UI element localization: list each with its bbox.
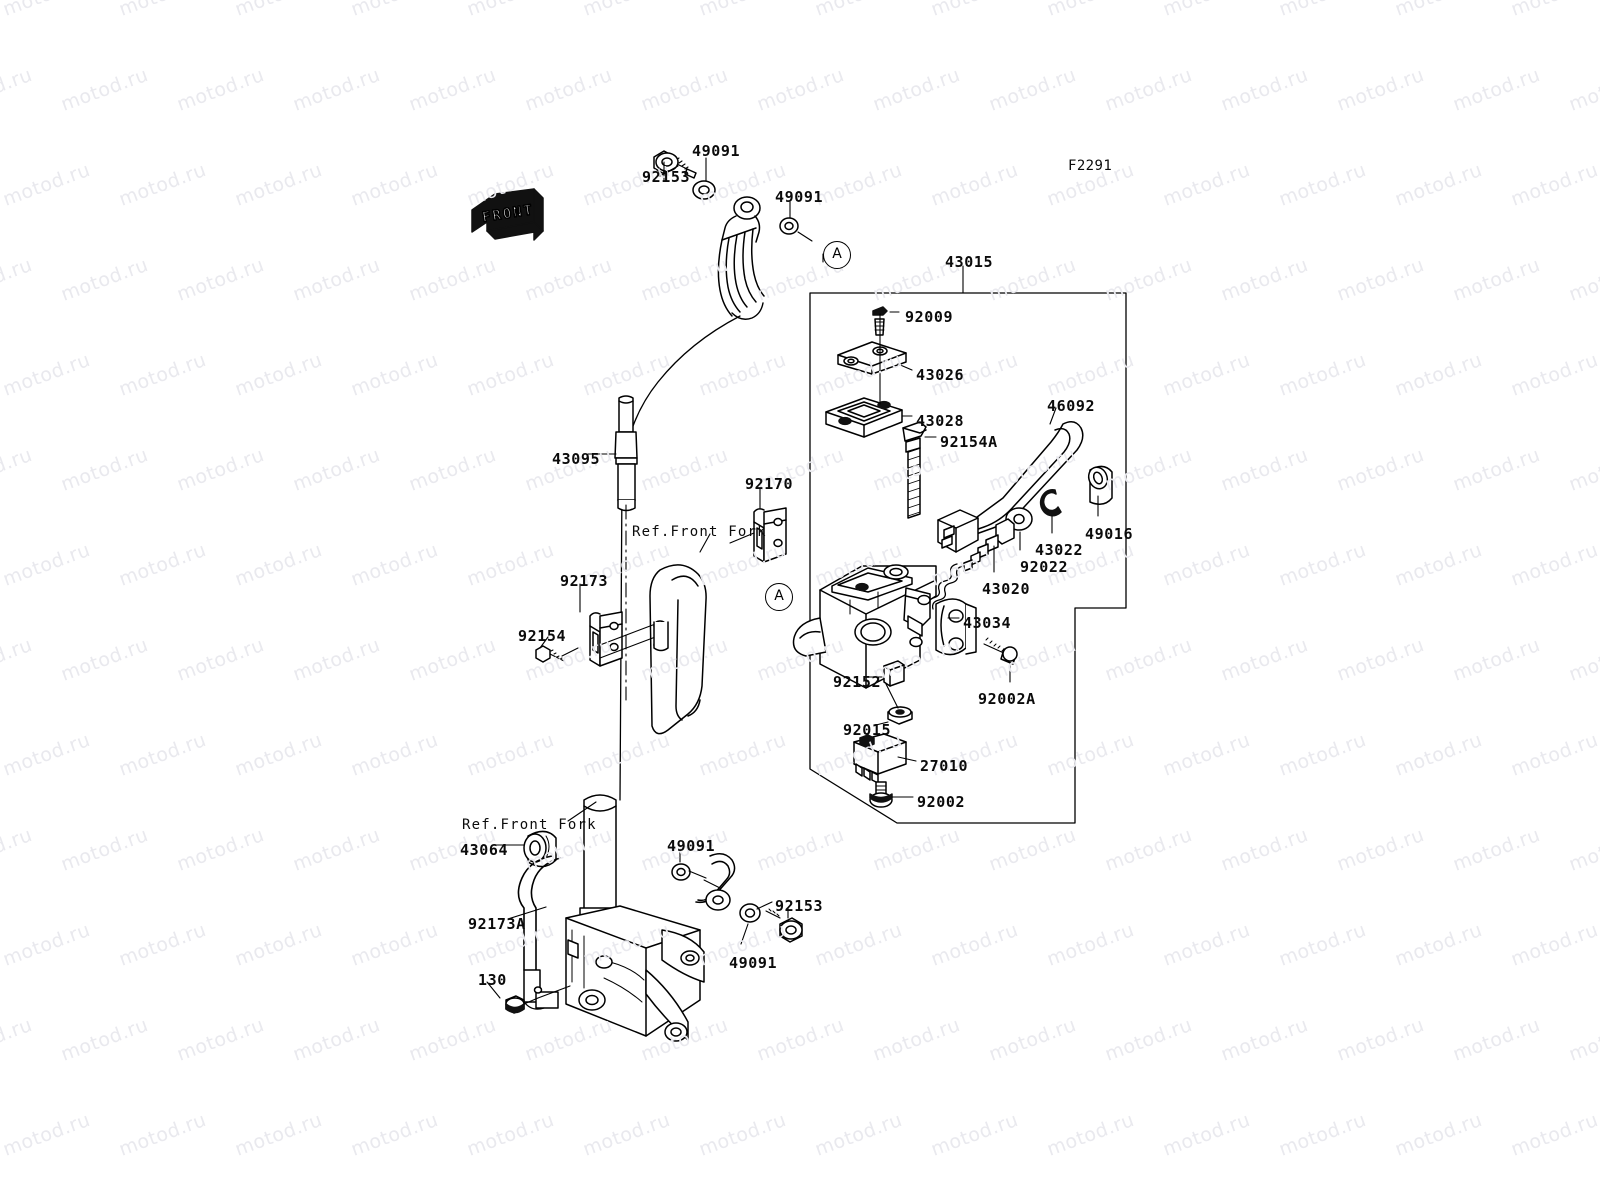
part-92152-collar xyxy=(883,660,905,687)
leader-lines xyxy=(486,157,1099,999)
part-27010-brake-light-switch xyxy=(853,733,907,784)
lower-fork-caliper-group xyxy=(565,794,705,1042)
part-number-clamp-upper-fork[interactable]: 92170 xyxy=(745,475,794,493)
part-92173A-hose-clamp xyxy=(517,855,561,1010)
part-92002A-bolt xyxy=(983,637,1018,665)
part-number-piston-assembly[interactable]: 43020 xyxy=(982,580,1031,598)
assembly-marker-0[interactable]: A xyxy=(823,241,851,269)
part-number-hose-clamp-spring[interactable]: 92173A xyxy=(468,915,526,933)
assembly-marker-1[interactable]: A xyxy=(765,583,793,611)
part-number-seal-washer-lower-lower[interactable]: 49091 xyxy=(729,954,778,972)
diagram-code: F2291 xyxy=(1068,158,1113,174)
part-number-reservoir-diaphragm[interactable]: 43028 xyxy=(916,412,965,430)
assembly-enclosure-43015 xyxy=(809,292,1127,824)
part-number-hose-protector-sleeve[interactable]: 43095 xyxy=(552,450,601,468)
part-number-brake-light-switch[interactable]: 27010 xyxy=(920,757,969,775)
part-number-bolt-clamp[interactable]: 92002A xyxy=(978,690,1036,708)
part-130-bolt xyxy=(505,995,539,1014)
part-number-brake-lever[interactable]: 46092 xyxy=(1047,397,1096,415)
part-number-reservoir-cap[interactable]: 43026 xyxy=(916,366,965,384)
part-43020-piston-assembly xyxy=(925,518,1015,610)
part-43095-hose-sleeve xyxy=(614,395,638,512)
front-arrow-icon: FRONT xyxy=(471,188,544,241)
part-number-clamp-holder[interactable]: 43034 xyxy=(963,614,1012,632)
part-number-collar[interactable]: 92152 xyxy=(833,673,882,691)
part-number-seal-washer-upper-lower[interactable]: 49091 xyxy=(775,188,824,206)
part-92154A-long-bolt xyxy=(902,421,927,519)
part-49016-dust-cap xyxy=(1087,465,1113,505)
part-92015-nut xyxy=(887,706,913,725)
part-46092-brake-lever xyxy=(937,421,1084,553)
part-43028-diaphragm xyxy=(825,397,903,438)
part-number-bolt-long[interactable]: 92154A xyxy=(940,433,998,451)
part-number-master-cylinder-assembly[interactable]: 43015 xyxy=(945,253,994,271)
part-92173-clamp xyxy=(589,611,669,667)
part-92002-bolt xyxy=(869,781,893,808)
part-number-nut[interactable]: 92015 xyxy=(843,721,892,739)
part-number-dust-seal-cap[interactable]: 49016 xyxy=(1085,525,1134,543)
master-cylinder-body xyxy=(792,564,937,689)
part-43064-dust-cover xyxy=(523,830,557,868)
part-43034-clamp-holder xyxy=(935,598,977,656)
part-number-seal-washer-upper-top[interactable]: 49091 xyxy=(692,142,741,160)
part-number-screw-reservoir-cap[interactable]: 92009 xyxy=(905,308,954,326)
part-number-banjo-bolt-lower[interactable]: 92153 xyxy=(775,897,824,915)
part-number-circlip[interactable]: 43022 xyxy=(1035,541,1084,559)
part-49091-seal-washers-upper xyxy=(692,180,799,235)
ref-front-fork-upper xyxy=(649,564,707,735)
ref-front-fork-label-1: Ref.Front Fork xyxy=(462,817,597,833)
part-number-washer[interactable]: 92022 xyxy=(1020,558,1069,576)
brake-hose-lower xyxy=(671,853,803,943)
ref-front-fork-label-0: Ref.Front Fork xyxy=(632,524,767,540)
part-43022-circlip xyxy=(1039,488,1062,517)
part-92154-bolt xyxy=(535,645,579,663)
part-92170-clamp xyxy=(729,507,787,563)
part-92153-upper-banjo-bolt xyxy=(653,150,697,179)
part-number-clamp-lower-fork[interactable]: 92173 xyxy=(560,572,609,590)
part-number-banjo-bolt-upper[interactable]: 92153 xyxy=(642,168,691,186)
part-number-bolt-switch[interactable]: 92002 xyxy=(917,793,966,811)
part-number-seal-washer-lower-upper[interactable]: 49091 xyxy=(667,837,716,855)
part-number-bolt-flanged[interactable]: 130 xyxy=(478,971,507,989)
part-number-bolt-clamp-small[interactable]: 92154 xyxy=(518,627,567,645)
part-number-dust-cover-caliper[interactable]: 43064 xyxy=(460,841,509,859)
